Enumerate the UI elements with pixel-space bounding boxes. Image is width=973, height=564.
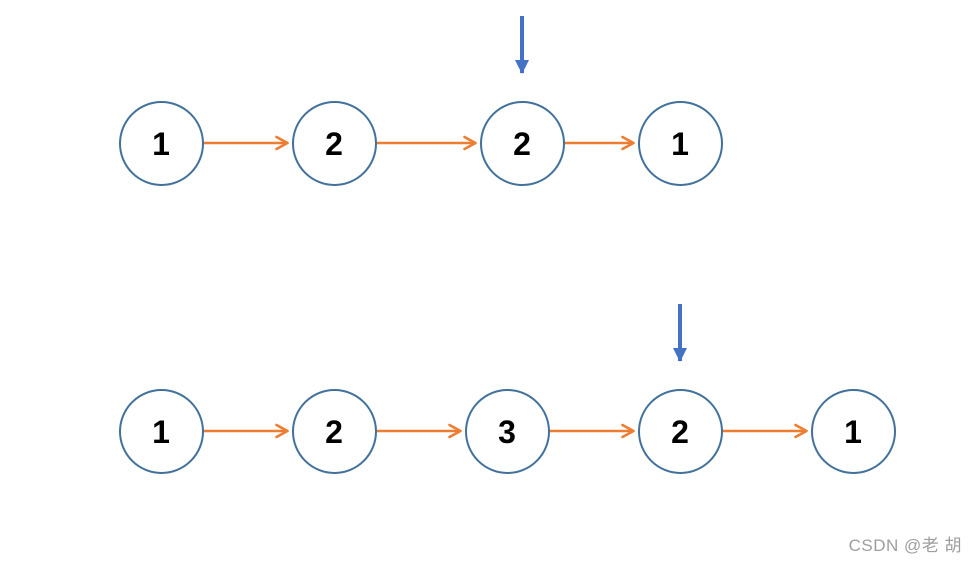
list-node: 2 bbox=[291, 100, 377, 186]
node-value: 2 bbox=[671, 414, 689, 450]
list-node: 2 bbox=[479, 100, 565, 186]
node-value: 1 bbox=[844, 414, 862, 450]
list-node: 2 bbox=[637, 388, 723, 474]
node-value: 1 bbox=[671, 126, 689, 162]
node-value: 1 bbox=[152, 126, 170, 162]
list-node: 1 bbox=[118, 388, 204, 474]
node-value: 2 bbox=[325, 126, 343, 162]
node-value: 3 bbox=[498, 414, 516, 450]
list-node: 2 bbox=[291, 388, 377, 474]
list-node: 1 bbox=[810, 388, 896, 474]
list-node: 1 bbox=[637, 100, 723, 186]
list-node: 1 bbox=[118, 100, 204, 186]
list-node: 3 bbox=[464, 388, 550, 474]
node-value: 1 bbox=[152, 414, 170, 450]
node-value: 2 bbox=[325, 414, 343, 450]
node-value: 2 bbox=[513, 126, 531, 162]
watermark: CSDN @老 胡 bbox=[848, 536, 962, 555]
